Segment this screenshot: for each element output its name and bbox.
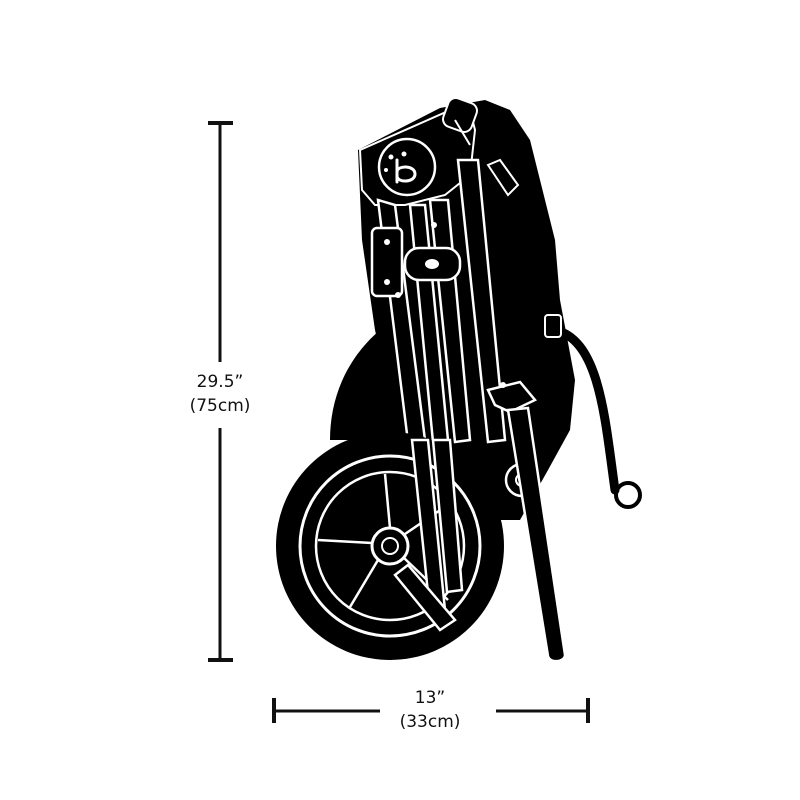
stroller-silhouette: [276, 97, 642, 663]
width-dimension-line: [272, 698, 590, 723]
width-metric: (33cm): [399, 712, 461, 732]
rear-leg: [506, 406, 567, 663]
rear-wheel: [276, 432, 504, 660]
lower-frame: [393, 438, 464, 632]
width-imperial: 13”: [414, 688, 446, 708]
strap-ring: [544, 290, 642, 509]
brand-logo-icon: [377, 137, 437, 197]
height-dimension-line: [208, 121, 233, 662]
handle-hinge: [442, 97, 478, 146]
height-dimension-label: 29.5” (75cm): [170, 370, 270, 418]
frame-clamp: [370, 222, 462, 298]
brake-lever: [486, 158, 520, 197]
width-dimension-label: 13” (33cm): [370, 686, 490, 734]
height-metric: (75cm): [189, 396, 251, 416]
carry-strap: [550, 325, 620, 495]
height-imperial: 29.5”: [196, 372, 244, 392]
